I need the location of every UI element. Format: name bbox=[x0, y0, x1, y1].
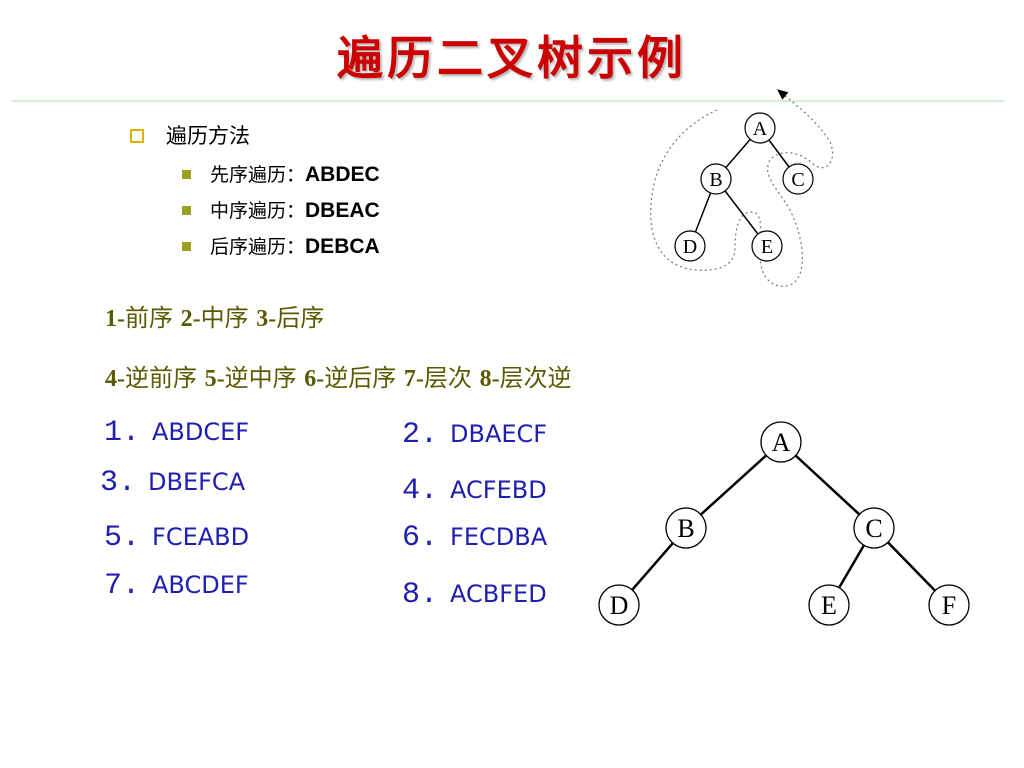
answer-8: 8. ACBFED bbox=[402, 578, 547, 612]
slide-title: 遍历二叉树示例 bbox=[337, 31, 687, 85]
answer-number: 3. bbox=[100, 466, 137, 500]
tree-edge bbox=[780, 441, 875, 529]
tree-node-label: C bbox=[791, 169, 804, 191]
traversal-legend-line-1: 1-前序 2-中序 3-后序 bbox=[105, 298, 324, 333]
square-bullet-icon bbox=[182, 242, 191, 251]
traversal-label: 先序遍历： bbox=[210, 164, 306, 186]
legend-number: 8- bbox=[479, 366, 500, 392]
list-title: 遍历方法 bbox=[166, 124, 250, 148]
legend-text: 中序 bbox=[200, 304, 257, 332]
legend-text: 逆中序 bbox=[224, 364, 305, 392]
traversal-value: ABDEC bbox=[305, 163, 380, 186]
legend-text: 层次 bbox=[423, 364, 480, 392]
tree-edge bbox=[685, 441, 782, 529]
answer-sequence: FCEABD bbox=[152, 523, 250, 551]
traversal-value: DBEAC bbox=[305, 199, 380, 222]
answer-7: 7. ABCDEF bbox=[104, 569, 249, 603]
legend-number: 6- bbox=[304, 366, 325, 392]
tree-node-label: E bbox=[761, 236, 773, 258]
tree-node bbox=[598, 584, 640, 626]
answer-5: 5. FCEABD bbox=[104, 521, 249, 555]
answer-sequence: ABCDEF bbox=[152, 571, 249, 599]
answer-sequence: FECDBA bbox=[450, 523, 548, 551]
tree-node-label: D bbox=[683, 236, 697, 258]
answer-number: 6. bbox=[402, 521, 439, 555]
tree-node bbox=[744, 112, 776, 144]
tree-node-label: B bbox=[709, 169, 722, 191]
legend-number: 1- bbox=[105, 306, 125, 332]
square-bullet-icon bbox=[182, 170, 191, 179]
tree-node bbox=[782, 163, 814, 195]
answer-2: 2. DBAECF bbox=[402, 418, 547, 452]
legend-number: 7- bbox=[403, 366, 424, 392]
tree-node bbox=[928, 584, 970, 626]
tree-node bbox=[853, 507, 895, 549]
tree-node bbox=[751, 230, 783, 262]
legend-text: 前序 bbox=[125, 304, 181, 332]
tree-node-label: D bbox=[610, 591, 629, 620]
traversal-postorder: 后序遍历：DEBCA bbox=[210, 232, 380, 259]
answer-1: 1. ABDCEF bbox=[104, 416, 249, 450]
answer-number: 5. bbox=[104, 521, 141, 555]
answer-sequence: ACFEBD bbox=[450, 476, 547, 504]
legend-text: 逆前序 bbox=[125, 364, 205, 392]
tree-node-label: E bbox=[821, 591, 837, 620]
title-divider bbox=[12, 100, 1004, 102]
tree-node-label: F bbox=[942, 591, 956, 620]
answer-number: 1. bbox=[104, 416, 141, 450]
answer-number: 7. bbox=[104, 569, 141, 603]
traversal-label: 后序遍历： bbox=[210, 236, 306, 258]
tree-node-label: A bbox=[772, 428, 791, 457]
answer-sequence: ABDCEF bbox=[152, 418, 250, 446]
legend-text: 层次逆 bbox=[499, 364, 572, 392]
answer-sequence: DBAECF bbox=[450, 420, 548, 448]
traversal-preorder: 先序遍历：ABDEC bbox=[210, 160, 380, 187]
tree-node bbox=[760, 421, 802, 463]
legend-number: 2- bbox=[180, 306, 201, 332]
traversal-inorder: 中序遍历：DBEAC bbox=[210, 196, 380, 223]
square-bullet-icon bbox=[182, 206, 191, 215]
hollow-square-bullet-icon bbox=[130, 129, 144, 143]
tree-node bbox=[808, 584, 850, 626]
answer-3: 3. DBEFCA bbox=[100, 466, 245, 500]
traversal-legend-line-2: 4-逆前序 5-逆中序 6-逆后序 7-层次 8-层次逆 bbox=[105, 358, 572, 393]
tree-node-label: C bbox=[865, 514, 882, 543]
legend-text: 逆后序 bbox=[324, 364, 404, 392]
tree-node-label: B bbox=[677, 514, 694, 543]
traversal-value: DEBCA bbox=[305, 235, 380, 258]
answer-number: 8. bbox=[402, 578, 439, 612]
answer-6: 6. FECDBA bbox=[402, 521, 547, 555]
answer-number: 4. bbox=[402, 474, 439, 508]
answer-sequence: ACBFED bbox=[450, 580, 547, 608]
tree-node bbox=[665, 507, 707, 549]
tree-node bbox=[700, 163, 732, 195]
tree-node-label: A bbox=[753, 118, 768, 140]
legend-number: 5- bbox=[204, 366, 225, 392]
legend-number: 4- bbox=[105, 366, 125, 392]
traversal-label: 中序遍历： bbox=[210, 200, 306, 222]
answer-sequence: DBEFCA bbox=[148, 468, 246, 496]
answer-4: 4. ACFEBD bbox=[402, 474, 547, 508]
answer-number: 2. bbox=[402, 418, 439, 452]
tree-node bbox=[674, 230, 706, 262]
legend-text: 后序 bbox=[276, 304, 325, 332]
legend-number: 3- bbox=[256, 306, 277, 332]
